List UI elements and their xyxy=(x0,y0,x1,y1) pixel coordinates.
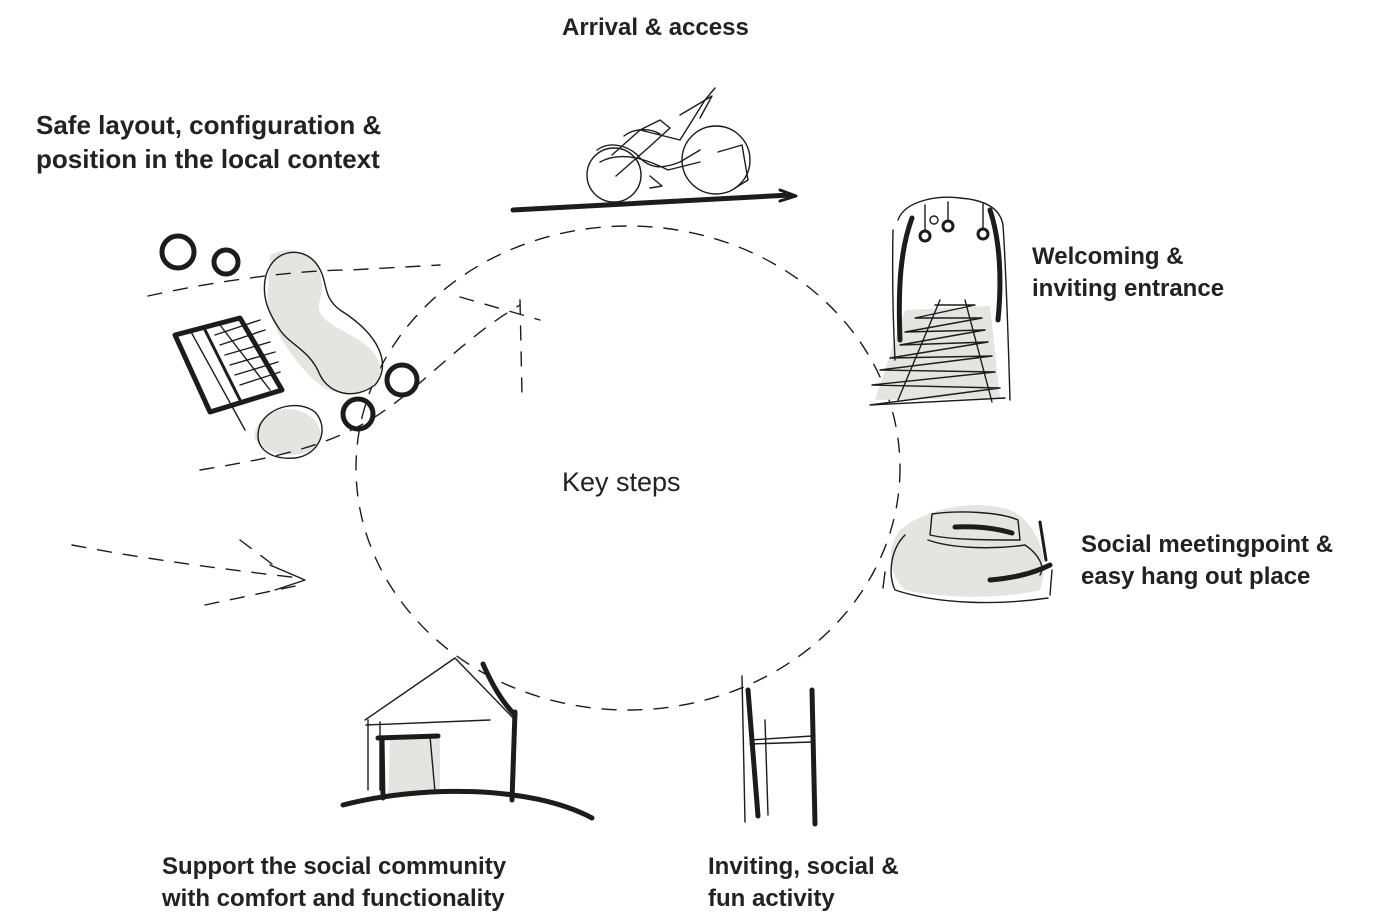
bench-sketch-icon xyxy=(882,505,1053,604)
step-label-fun-activity-line-2: fun activity xyxy=(708,885,835,912)
step-label-welcoming-entrance-line-1: Welcoming & xyxy=(1032,243,1184,270)
bicycle-sketch-icon xyxy=(510,87,798,213)
step-label-social-meetingpoint: Social meetingpoint & easy hang out plac… xyxy=(1081,529,1333,593)
step-label-safe-layout-line-2: position in the local context xyxy=(36,144,380,174)
step-label-welcoming-entrance: Welcoming & inviting entrance xyxy=(1032,241,1224,305)
step-label-welcoming-entrance-line-2: inviting entrance xyxy=(1032,275,1225,302)
step-label-safe-layout: Safe layout, configuration & position in… xyxy=(36,108,381,176)
step-label-arrival-line-1: Arrival & access xyxy=(562,14,749,41)
gateway-sketch-icon xyxy=(869,196,1011,406)
step-label-support-community-line-1: Support the social community xyxy=(162,853,507,880)
pavilion-sketch-icon xyxy=(340,657,595,821)
center-label-key-steps: Key steps xyxy=(562,467,681,497)
goal-posts-sketch-icon xyxy=(741,675,818,827)
step-label-arrival: Arrival & access xyxy=(562,12,749,44)
step-label-fun-activity-line-1: Inviting, social & xyxy=(708,853,899,880)
cycle-circle xyxy=(355,225,901,711)
step-label-safe-layout-line-1: Safe layout, configuration & xyxy=(36,110,382,140)
site-plan-sketch-icon xyxy=(71,233,541,606)
step-label-social-meetingpoint-line-2: easy hang out place xyxy=(1081,563,1311,590)
step-label-support-community: Support the social community with comfor… xyxy=(162,851,506,915)
step-label-support-community-line-2: with comfort and functionality xyxy=(162,885,505,912)
step-label-fun-activity: Inviting, social & fun activity xyxy=(708,851,899,915)
step-label-social-meetingpoint-line-1: Social meetingpoint & xyxy=(1081,531,1334,558)
